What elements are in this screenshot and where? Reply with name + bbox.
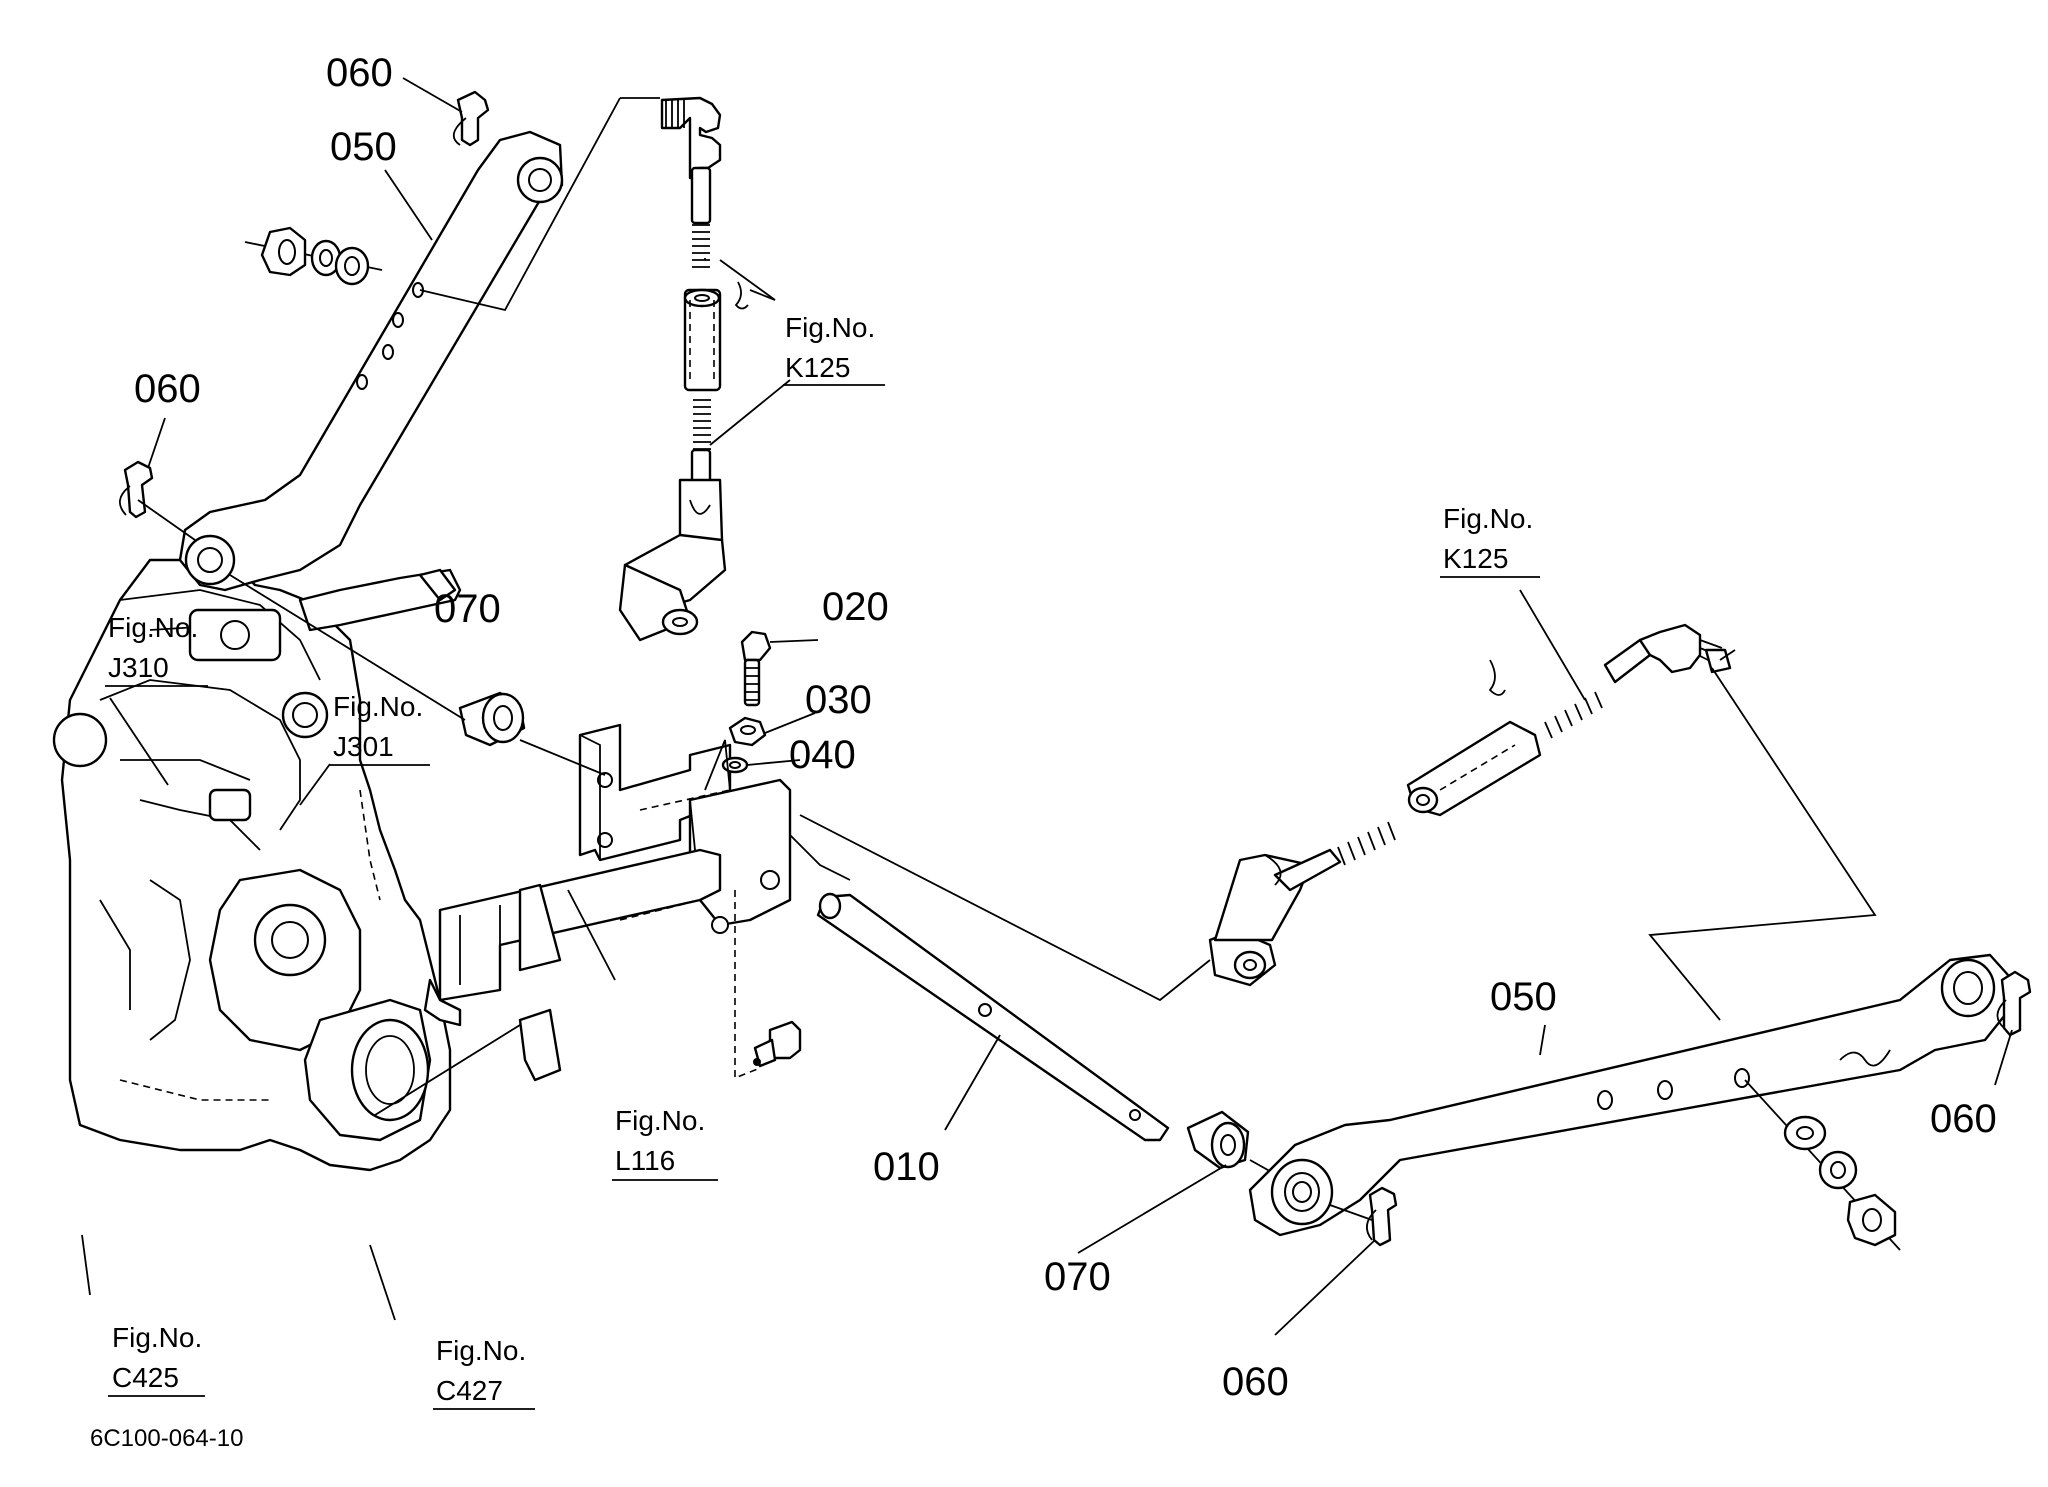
fig-ref-prefix: Fig.No. (108, 612, 198, 643)
nut-washer-set-lower (1744, 1079, 1901, 1251)
lynch-pin-bottom (1366, 1186, 1398, 1247)
lift-rod-upper (618, 96, 776, 642)
fig-ref-l116: Fig.No. L116 (612, 1105, 718, 1181)
part-label-060-left: 060 (134, 367, 201, 411)
part-label-060-bottom: 060 (1222, 1360, 1289, 1404)
fig-ref-number: J310 (108, 652, 169, 683)
fig-ref-number: K125 (785, 352, 850, 383)
fig-ref-number: K125 (1443, 543, 1508, 574)
lift-rod-connection-line (419, 97, 621, 312)
grease-fitting (734, 890, 802, 1080)
part-label-060-right: 060 (1930, 1097, 1997, 1141)
fig-ref-prefix: Fig.No. (615, 1105, 705, 1136)
lynch-pin-top (452, 90, 490, 147)
fig-ref-prefix: Fig.No. (112, 1322, 202, 1353)
fig-ref-prefix: Fig.No. (785, 312, 875, 343)
collar-070-lower (1186, 1110, 1250, 1170)
fig-ref-number: C427 (436, 1375, 503, 1406)
part-label-030: 030 (805, 678, 872, 722)
fig-ref-prefix: Fig.No. (436, 1335, 526, 1366)
fig-ref-number: L116 (615, 1145, 675, 1176)
transmission-housing (52, 558, 462, 1172)
part-label-060-top: 060 (326, 51, 393, 95)
part-label-070-upper: 070 (434, 587, 501, 631)
lift-rod-lower (1208, 623, 1736, 987)
part-label-050-upper: 050 (330, 125, 397, 169)
fig-ref-number: C425 (112, 1362, 179, 1393)
drawing-code: 6C100-064-10 (90, 1425, 243, 1452)
fig-ref-j310: Fig.No. J310 (105, 612, 208, 687)
cross-shaft-010 (816, 892, 1170, 1142)
lynch-pin-left (119, 460, 196, 541)
lift-rod-lower-connection (1648, 667, 1877, 1021)
part-label-070-lower: 070 (1044, 1255, 1111, 1299)
part-label-040: 040 (789, 733, 856, 777)
fig-ref-prefix: Fig.No. (1443, 503, 1533, 534)
fig-ref-k125-upper: Fig.No. K125 (783, 312, 885, 386)
fig-ref-j301: Fig.No. J301 (330, 691, 430, 766)
part-label-020: 020 (822, 585, 889, 629)
washer-040 (721, 756, 749, 774)
collar-070-upper (458, 691, 526, 747)
nut-washer-set-upper (244, 226, 383, 286)
fig-ref-c427: Fig.No. C427 (433, 1335, 535, 1410)
lower-link-arm-lower (1248, 953, 2010, 1237)
nut-030 (728, 716, 767, 747)
lower-link-arm-upper (178, 130, 564, 592)
lynch-pin-right (1996, 970, 2032, 1037)
part-label-050-lower: 050 (1490, 975, 1557, 1019)
leader-lines (81, 77, 2013, 1336)
fig-ref-number: J301 (333, 731, 394, 762)
part-label-010: 010 (873, 1145, 940, 1189)
fig-ref-c425: Fig.No. C425 (108, 1322, 205, 1397)
fig-ref-prefix: Fig.No. (333, 691, 423, 722)
center-bracket (423, 723, 792, 1082)
bolt-020 (740, 630, 772, 707)
fig-ref-k125-lower: Fig.No. K125 (1440, 503, 1540, 578)
